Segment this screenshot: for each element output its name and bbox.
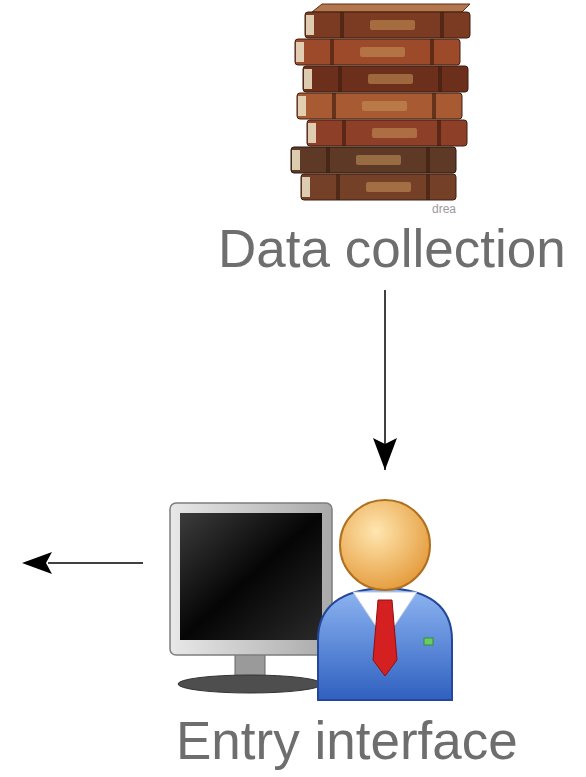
books-icon: [291, 4, 470, 200]
person-icon: [318, 500, 452, 700]
outgoing-arrow: [22, 552, 143, 574]
node-label: Entry interface: [176, 712, 518, 770]
icon-node: Entry interface: [168, 470, 526, 770]
watermark-text: drea: [432, 202, 456, 216]
node-label: Data collection: [218, 220, 566, 278]
icon-node: Data collection: [210, 0, 574, 290]
flow-arrow: [384, 290, 386, 470]
monitor-icon: [170, 503, 332, 693]
